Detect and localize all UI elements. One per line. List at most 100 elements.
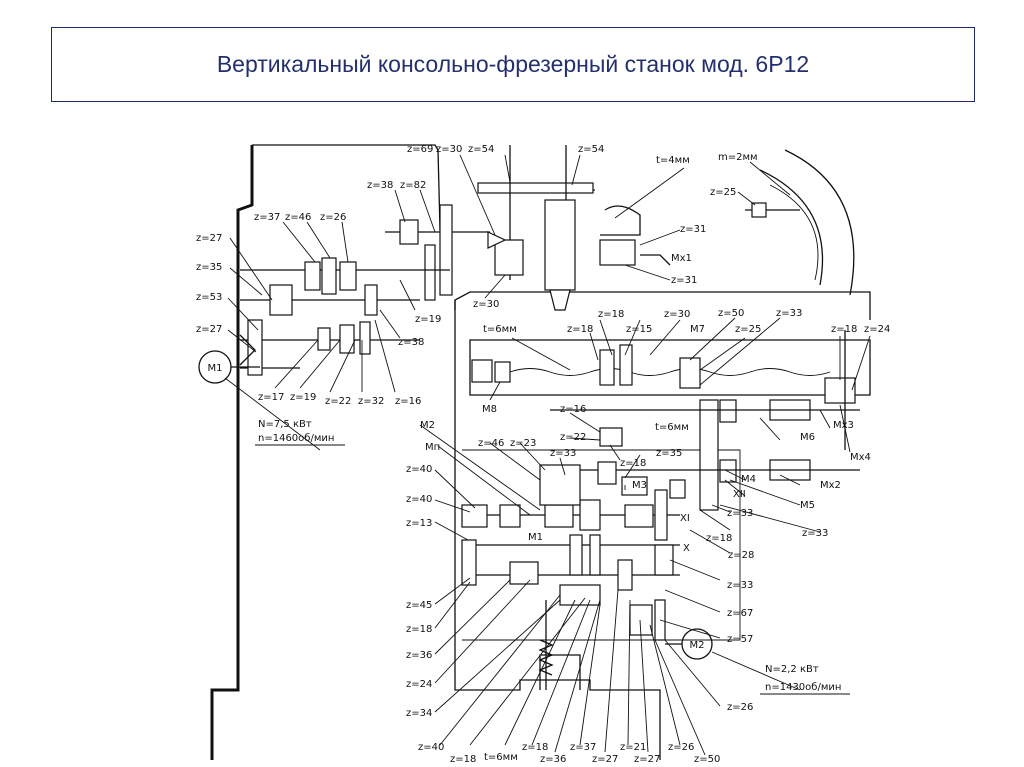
worm-wheel — [745, 149, 855, 296]
label: М5 — [800, 500, 815, 511]
label: z=19 — [415, 314, 441, 325]
label: z=30 — [473, 299, 499, 310]
label: Мп — [425, 442, 440, 453]
feed-mechanisms — [471, 330, 860, 511]
label: М8 — [482, 404, 497, 415]
label: z=26 — [668, 742, 694, 753]
label: z=18 — [706, 533, 732, 544]
label: z=40 — [406, 464, 432, 475]
machine-body-outline — [210, 144, 871, 760]
label: М2 — [420, 420, 435, 431]
label: z=38 — [398, 337, 424, 348]
label: z=33 — [550, 448, 576, 459]
label: z=25 — [735, 324, 761, 335]
label: z=18 — [567, 324, 593, 335]
label: z=35 — [196, 262, 222, 273]
label: z=15 — [626, 324, 652, 335]
label: М3 — [632, 480, 647, 491]
label: z=45 — [406, 600, 432, 611]
label: z=82 — [400, 180, 426, 191]
label: z=17 — [258, 392, 284, 403]
feed-motor-speed: n=1430об/мин — [765, 682, 841, 693]
label: t=6мм — [483, 324, 517, 335]
label: z=18 — [406, 624, 432, 635]
label: Мх2 — [820, 480, 841, 491]
label: z=35 — [656, 448, 682, 459]
label: z=50 — [718, 308, 744, 319]
label: t=6мм — [655, 422, 689, 433]
label: z=40 — [406, 494, 432, 505]
label: z=19 — [290, 392, 316, 403]
label: z=38 — [367, 180, 393, 191]
label: z=37 — [254, 212, 280, 223]
label: XII — [733, 489, 746, 500]
label: XI — [680, 513, 690, 524]
label: z=31 — [680, 224, 706, 235]
label: М7 — [690, 324, 705, 335]
label: z=18 — [831, 324, 857, 335]
label: z=24 — [864, 324, 890, 335]
label: z=67 — [727, 608, 753, 619]
main-motor: М1 N=7,5 кВт n=1460об/мин — [198, 350, 345, 451]
spindle-unit — [599, 205, 671, 266]
label: z=21 — [620, 742, 646, 753]
label: z=50 — [694, 754, 720, 765]
label: z=46 — [285, 212, 311, 223]
label: z=25 — [710, 187, 736, 198]
label: z=33 — [776, 308, 802, 319]
leader-lines — [227, 154, 871, 756]
label: z=54 — [468, 144, 494, 155]
label: z=18 — [450, 754, 476, 765]
label: z=26 — [727, 702, 753, 713]
label: z=53 — [196, 292, 222, 303]
main-motor-power: N=7,5 кВт — [258, 419, 312, 430]
label: z=27 — [592, 754, 618, 765]
label: z=36 — [540, 754, 566, 765]
title-box: Вертикальный консольно-фрезерный станок … — [51, 27, 975, 102]
main-motor-label: М1 — [208, 363, 223, 374]
label: z=28 — [728, 550, 754, 561]
label: z=36 — [406, 650, 432, 661]
label: z=18 — [598, 309, 624, 320]
label: z=31 — [671, 275, 697, 286]
label: z=30 — [436, 144, 462, 155]
feed-motor-label: М2 — [690, 640, 705, 651]
label: z=22 — [325, 396, 351, 407]
gear-labels: z=69 z=30 z=54 z=54 t=4мм m=2мм z=25 z=3… — [196, 144, 890, 765]
label: z=18 — [620, 458, 646, 469]
label: Мх4 — [850, 452, 871, 463]
main-motor-speed: n=1460об/мин — [258, 433, 334, 444]
label: z=26 — [320, 212, 346, 223]
label: М6 — [800, 432, 815, 443]
label: Мх1 — [671, 253, 692, 264]
feed-motor-power: N=2,2 кВт — [765, 664, 819, 675]
label: X — [683, 543, 690, 554]
label: z=23 — [510, 438, 536, 449]
label: z=30 — [664, 309, 690, 320]
label: z=27 — [196, 324, 222, 335]
label: z=69 — [407, 144, 433, 155]
label: z=33 — [727, 508, 753, 519]
label: z=32 — [358, 396, 384, 407]
label: z=13 — [406, 518, 432, 529]
label: z=37 — [570, 742, 596, 753]
feed-motor: М2 N=2,2 кВт n=1430об/мин — [665, 628, 850, 695]
label: z=16 — [395, 396, 421, 407]
label: m=2мм — [718, 152, 758, 163]
label: z=16 — [560, 404, 586, 415]
label: t=4мм — [656, 155, 690, 166]
label: z=33 — [802, 528, 828, 539]
label: z=57 — [727, 634, 753, 645]
label: z=33 — [727, 580, 753, 591]
label: t=6мм — [484, 752, 518, 763]
label: z=22 — [560, 432, 586, 443]
console-gearbox — [461, 461, 686, 641]
vertical-screw — [538, 600, 554, 690]
label: z=46 — [478, 438, 504, 449]
spindle-head-gears — [385, 145, 595, 311]
label: z=27 — [196, 233, 222, 244]
label: М1 — [528, 532, 543, 543]
label: z=40 — [418, 742, 444, 753]
label: z=18 — [522, 742, 548, 753]
